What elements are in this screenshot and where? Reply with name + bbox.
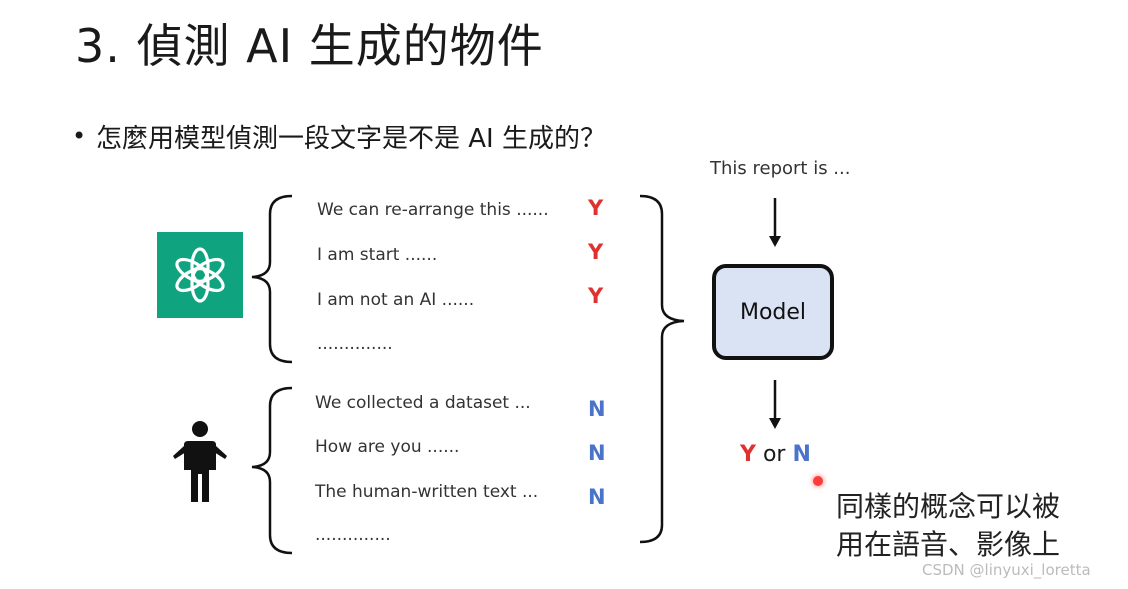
slide-title: 3. 偵測 AI 生成的物件 xyxy=(75,19,544,73)
laser-pointer-dot xyxy=(813,476,823,486)
human-samples-brace xyxy=(251,386,293,555)
arrow-down-icon xyxy=(769,380,781,429)
human-sample-text: The human-written text ... xyxy=(315,482,539,502)
person-icon xyxy=(170,420,230,508)
note-line-2: 用在語音、影像上 xyxy=(836,528,1061,561)
ai-sample-label: Y xyxy=(588,284,604,308)
bullet-question: 怎麼用模型偵測一段文字是不是 AI 生成的？ xyxy=(96,124,606,154)
output-or: or xyxy=(762,442,786,467)
ai-sample-ellipsis: .............. xyxy=(317,334,393,354)
ai-sample-label: Y xyxy=(588,196,604,220)
human-sample-ellipsis: .............. xyxy=(315,525,391,545)
ai-sample-text: I am not an AI ...... xyxy=(317,290,475,310)
output-y: Y xyxy=(740,442,756,467)
model-box: Model xyxy=(712,264,834,360)
human-sample-text: We collected a dataset ... xyxy=(315,393,531,413)
arrow-down-icon xyxy=(769,198,781,247)
ai-sample-text: I am start ...... xyxy=(317,245,438,265)
watermark: CSDN @linyuxi_loretta xyxy=(922,561,1091,579)
slide-note: 同樣的概念可以被 用在語音、影像上 xyxy=(836,488,1116,564)
bullet-dot: • xyxy=(72,122,87,150)
ai-sample-text: We can re-arrange this ...... xyxy=(317,200,549,220)
human-sample-label: N xyxy=(588,441,606,465)
model-label: Model xyxy=(739,299,807,325)
output-n: N xyxy=(792,442,811,467)
dataset-brace xyxy=(639,194,685,544)
model-output: Y or N xyxy=(740,442,811,467)
openai-logo-icon xyxy=(157,232,243,318)
human-sample-label: N xyxy=(588,485,606,509)
model-input-label: This report is ... xyxy=(710,158,851,179)
human-sample-text: How are you ...... xyxy=(315,437,460,457)
ai-samples-brace xyxy=(251,194,293,364)
note-line-1: 同樣的概念可以被 xyxy=(836,490,1061,523)
ai-sample-label: Y xyxy=(588,240,604,264)
human-sample-label: N xyxy=(588,397,606,421)
